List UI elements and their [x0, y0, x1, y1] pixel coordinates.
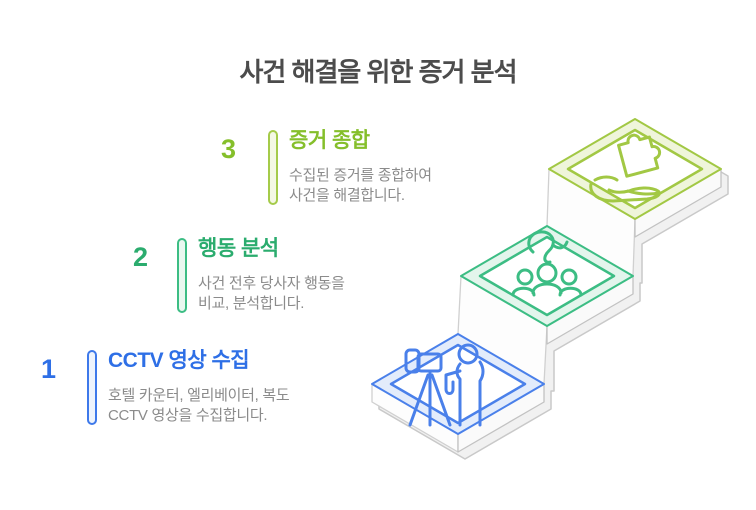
- step-description: 호텔 카운터, 엘리베이터, 복도 CCTV 영상을 수집합니다.: [108, 387, 290, 424]
- step-platform-3: [546, 118, 722, 277]
- page-title: 사건 해결을 위한 증거 분석: [239, 57, 517, 87]
- step-description: 수집된 증거를 종합하여 사건을 해결합니다.: [289, 167, 432, 204]
- hand-puzzle-icon: [589, 133, 662, 203]
- step-number: 1: [40, 354, 56, 384]
- step-number: 2: [132, 242, 148, 272]
- step-number: 3: [220, 134, 236, 164]
- step-title: 증거 종합: [289, 129, 370, 152]
- step-accent-bar: [87, 350, 97, 425]
- people-question-icon: [511, 230, 583, 297]
- step-description: 사건 전후 당사자 행동을 비교, 분석합니다.: [198, 275, 345, 312]
- step-accent-bar: [268, 130, 278, 205]
- step-accent-bar: [177, 238, 187, 313]
- step-title: 행동 분석: [198, 237, 279, 260]
- step-platform-1: [371, 333, 545, 453]
- cctv-camera-person-icon: [404, 343, 485, 427]
- step-platform-2: [457, 225, 634, 385]
- step-title: CCTV 영상 수집: [108, 349, 250, 372]
